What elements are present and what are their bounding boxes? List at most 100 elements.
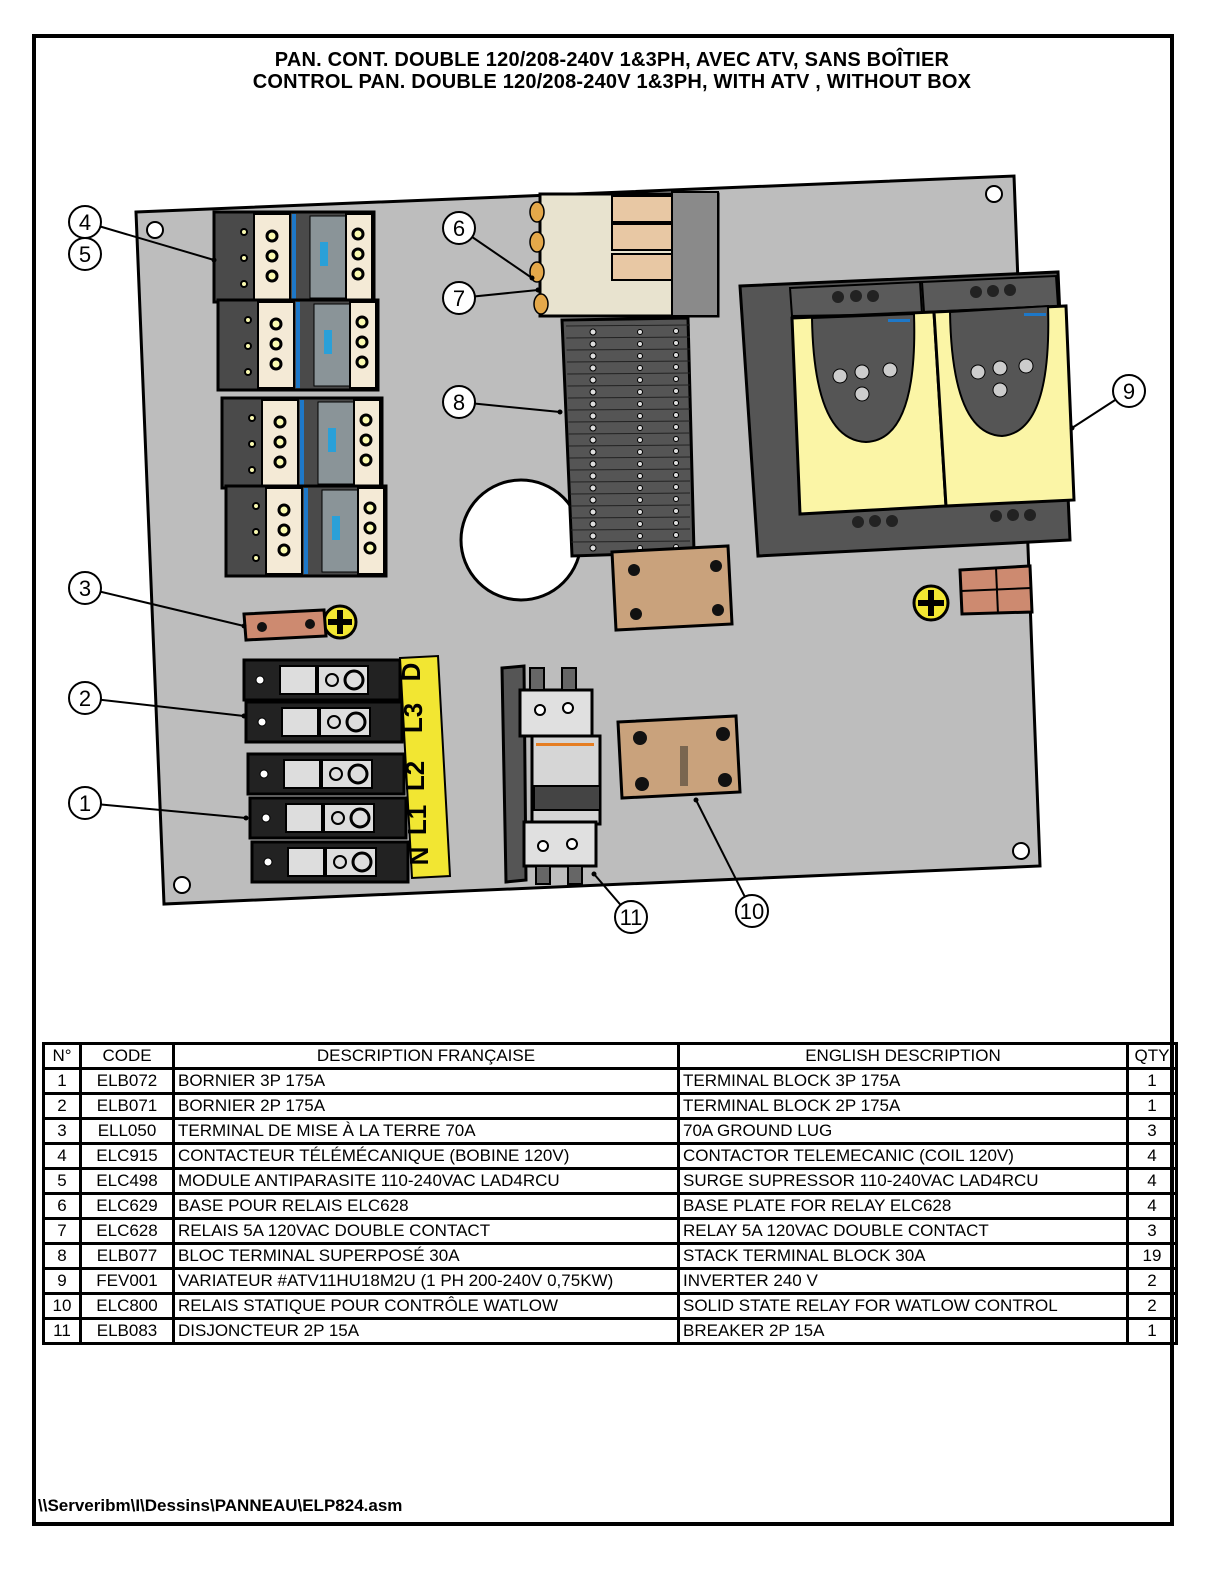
balloon-circle [614, 900, 648, 934]
cell-quantity: 1 [1126, 1067, 1178, 1095]
leader-arrow-icon [211, 257, 217, 263]
cell-number: 2 [42, 1092, 82, 1120]
cell-english-description: BASE PLATE FOR RELAY ELC628 [677, 1192, 1129, 1220]
cell-number: 4 [42, 1142, 82, 1170]
cell-quantity: 4 [1126, 1167, 1178, 1195]
header-french-description: DESCRIPTION FRANÇAISE [172, 1042, 680, 1070]
balloon-number: 10 [740, 899, 764, 924]
ground-lug [242, 608, 328, 642]
relay-bases [529, 191, 720, 318]
contactor-unit [216, 298, 380, 392]
terminal-label: D [396, 663, 426, 682]
cell-english-description: 70A GROUND LUG [677, 1117, 1129, 1145]
cell-english-description: TERMINAL BLOCK 2P 175A [677, 1092, 1129, 1120]
terminal-pole [248, 796, 408, 840]
cable-knockout-hole [459, 478, 583, 602]
cell-french-description: VARIATEUR #ATV11HU18M2U (1 PH 200-240V 0… [172, 1267, 680, 1295]
cell-number: 6 [42, 1192, 82, 1220]
terminal-pole [244, 700, 404, 744]
solid-state-relay [616, 714, 742, 800]
cell-french-description: DISJONCTEUR 2P 15A [172, 1317, 680, 1345]
balloon-number: 7 [453, 286, 465, 311]
leader-line [695, 799, 753, 912]
header-number: N° [42, 1042, 82, 1070]
leader-arrow-icon [591, 871, 597, 877]
leader-arrow-icon [1069, 425, 1075, 431]
balloon-number: 11 [620, 905, 643, 930]
contactor-stack [212, 210, 388, 578]
cell-english-description: TERMINAL BLOCK 3P 175A [677, 1067, 1129, 1095]
cell-code: ELB071 [79, 1092, 175, 1120]
cell-quantity: 4 [1126, 1192, 1178, 1220]
ground-lug-right [958, 564, 1034, 616]
leader-arrow-icon [241, 713, 247, 719]
breaker [500, 664, 602, 885]
cell-english-description: SOLID STATE RELAY FOR WATLOW CONTROL [677, 1292, 1129, 1320]
leader-line [84, 587, 245, 627]
ground-symbol-icon [322, 604, 358, 640]
balloon-number: 3 [79, 576, 91, 601]
leader-arrow-icon [241, 623, 247, 629]
cell-code: ELC628 [79, 1217, 175, 1245]
cell-code: ELC800 [79, 1292, 175, 1320]
cell-number: 11 [42, 1317, 82, 1345]
leader-arrow-icon [557, 409, 563, 415]
cell-quantity: 19 [1126, 1242, 1178, 1270]
stack-terminal-blocks [560, 316, 696, 558]
leader-arrow-icon [693, 797, 699, 803]
cell-quantity: 3 [1126, 1117, 1178, 1145]
cell-quantity: 1 [1126, 1317, 1178, 1345]
header-code: CODE [79, 1042, 175, 1070]
cell-english-description: RELAY 5A 120VAC DOUBLE CONTACT [677, 1217, 1129, 1245]
balloon-number: 1 [79, 791, 91, 816]
terminal-pole [250, 840, 410, 884]
cell-code: ELB077 [79, 1242, 175, 1270]
cell-number: 9 [42, 1267, 82, 1295]
balloon-number: 6 [453, 216, 465, 241]
cell-quantity: 4 [1126, 1142, 1178, 1170]
cell-number: 5 [42, 1167, 82, 1195]
mounting-hole [985, 185, 1003, 203]
terminal-pole [246, 752, 406, 796]
balloon-number: 4 [79, 210, 91, 235]
drawing-border-frame [32, 34, 1174, 1526]
balloon-circle [442, 385, 476, 419]
balloon-number: 8 [453, 390, 465, 415]
terminal-label: N [404, 847, 434, 866]
cell-code: ELB072 [79, 1067, 175, 1095]
balloon-number: 5 [79, 242, 91, 267]
balloon-number: 2 [79, 686, 91, 711]
leader-line [84, 697, 245, 717]
cell-english-description: BREAKER 2P 15A [677, 1317, 1129, 1345]
leader-arrow-icon [243, 815, 249, 821]
balloon-circle [68, 786, 102, 820]
contactor-unit [212, 210, 376, 304]
contactor-unit [224, 484, 388, 578]
cell-code: ELC629 [79, 1192, 175, 1220]
cell-code: ELC498 [79, 1167, 175, 1195]
cell-french-description: BASE POUR RELAIS ELC628 [172, 1192, 680, 1220]
solid-state-relay-upper [610, 544, 734, 632]
mounting-hole [1012, 842, 1030, 860]
cell-code: FEV001 [79, 1267, 175, 1295]
table-header-row: N° CODE DESCRIPTION FRANÇAISE ENGLISH DE… [42, 1042, 1178, 1070]
cell-french-description: RELAIS 5A 120VAC DOUBLE CONTACT [172, 1217, 680, 1245]
cell-english-description: CONTACTOR TELEMECANIC (COIL 120V) [677, 1142, 1129, 1170]
cell-french-description: RELAIS STATIQUE POUR CONTRÔLE WATLOW [172, 1292, 680, 1320]
cell-french-description: BORNIER 2P 175A [172, 1092, 680, 1120]
title-english: CONTROL PAN. DOUBLE 120/208-240V 1&3PH, … [252, 71, 972, 93]
bill-of-materials-table: N° CODE DESCRIPTION FRANÇAISE ENGLISH DE… [42, 1042, 1178, 1345]
terminal-label: L1 [402, 805, 432, 835]
main-terminal-blocks [242, 658, 410, 884]
